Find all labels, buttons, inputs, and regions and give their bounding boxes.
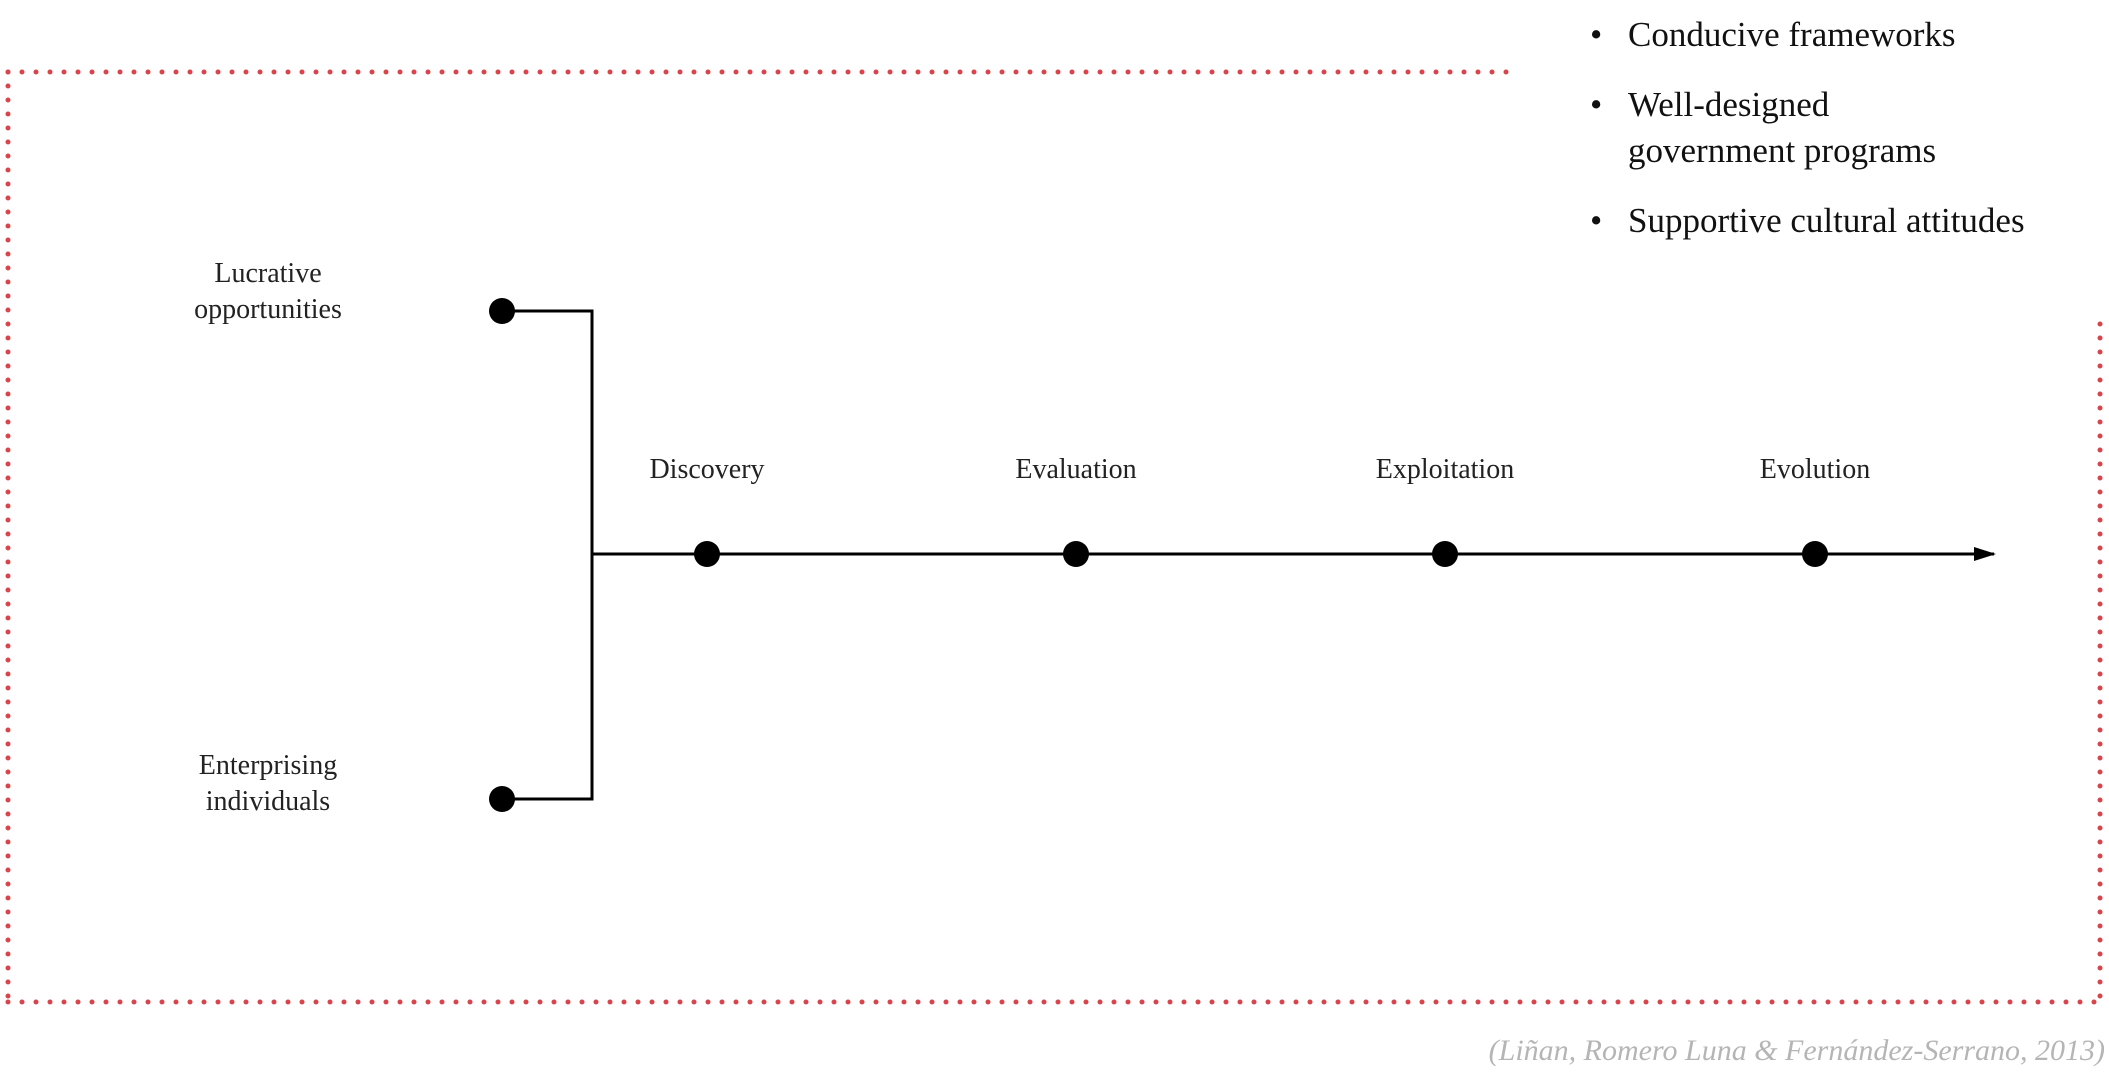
input-label-bottom-line1: Enterprising bbox=[198, 750, 338, 781]
stage-node-exploitation bbox=[1432, 541, 1458, 567]
input-bracket bbox=[502, 309, 594, 801]
input-label-bottom-line2: individuals bbox=[205, 786, 331, 817]
enabling-factors-list: • Conducive frameworks • Well-designed g… bbox=[1590, 12, 2109, 268]
factor-text-line2: government programs bbox=[1628, 131, 1937, 170]
stage-label-evaluation: Evaluation bbox=[1015, 454, 1137, 485]
stage-label-exploitation: Exploitation bbox=[1375, 454, 1515, 485]
bullet-icon: • bbox=[1590, 85, 1603, 124]
input-label-top-line2: opportunities bbox=[194, 294, 342, 325]
stage-node-evaluation bbox=[1063, 541, 1089, 567]
stage-label-discovery: Discovery bbox=[649, 454, 765, 485]
factor-text: Supportive cultural attitudes bbox=[1628, 201, 2025, 240]
factor-item: • Supportive cultural attitudes bbox=[1590, 198, 2109, 244]
input-label-enterprising-individuals: Enterprising individuals bbox=[138, 748, 398, 820]
factor-text: Conducive frameworks bbox=[1628, 15, 1956, 54]
input-node-lucrative-opportunities bbox=[489, 298, 515, 324]
bullet-icon: • bbox=[1590, 201, 1603, 240]
factor-text-line1: Well-designed bbox=[1628, 85, 1830, 124]
citation: (Liñan, Romero Luna & Fernández-Serrano,… bbox=[1488, 1034, 2105, 1067]
factor-item: • Conducive frameworks bbox=[1590, 12, 2109, 58]
input-label-lucrative-opportunities: Lucrative opportunities bbox=[138, 256, 398, 328]
stage-node-evolution bbox=[1802, 541, 1828, 567]
stage-label-evolution: Evolution bbox=[1759, 454, 1871, 485]
dotted-boundary bbox=[5, 69, 2103, 1005]
factor-item: • Well-designed government programs bbox=[1590, 82, 2109, 174]
input-label-top-line1: Lucrative bbox=[214, 258, 322, 289]
bullet-icon: • bbox=[1590, 15, 1603, 54]
input-node-enterprising-individuals bbox=[489, 786, 515, 812]
stage-node-discovery bbox=[694, 541, 720, 567]
